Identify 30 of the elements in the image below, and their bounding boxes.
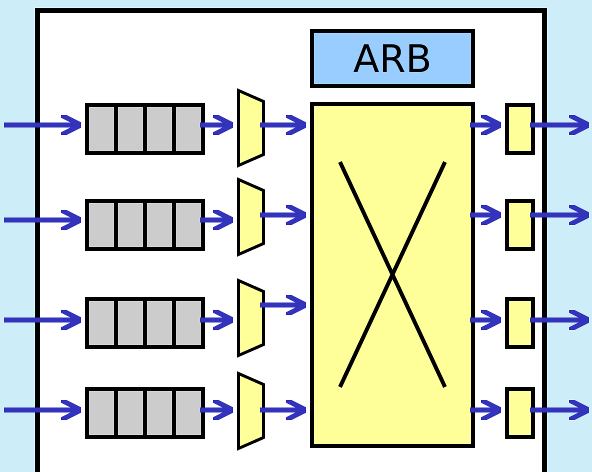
output-register xyxy=(505,103,535,155)
arrow xyxy=(470,308,504,332)
arrow xyxy=(200,308,236,332)
output-register xyxy=(505,297,535,349)
arrow xyxy=(4,308,84,332)
arrow xyxy=(260,112,308,138)
arrow xyxy=(260,202,308,228)
arrow xyxy=(470,202,504,228)
router-box xyxy=(35,8,547,472)
arrow xyxy=(200,208,236,232)
input-buffer xyxy=(85,297,205,349)
arrow xyxy=(470,112,504,138)
output-register xyxy=(505,387,535,439)
arrow xyxy=(4,398,84,422)
input-buffer xyxy=(85,387,205,439)
input-buffer xyxy=(85,199,205,251)
arrow xyxy=(4,208,84,232)
arrow xyxy=(470,398,504,422)
arrow xyxy=(260,292,308,318)
arrow xyxy=(530,308,592,332)
arrow xyxy=(530,112,592,138)
arbiter-label: ARB xyxy=(352,37,433,81)
arrow xyxy=(200,112,236,138)
input-buffer xyxy=(85,103,205,155)
arrow xyxy=(260,398,308,422)
arrow xyxy=(530,398,592,422)
arrow xyxy=(200,398,236,422)
arrow xyxy=(530,202,592,228)
output-register xyxy=(505,199,535,251)
arrow xyxy=(4,112,84,138)
